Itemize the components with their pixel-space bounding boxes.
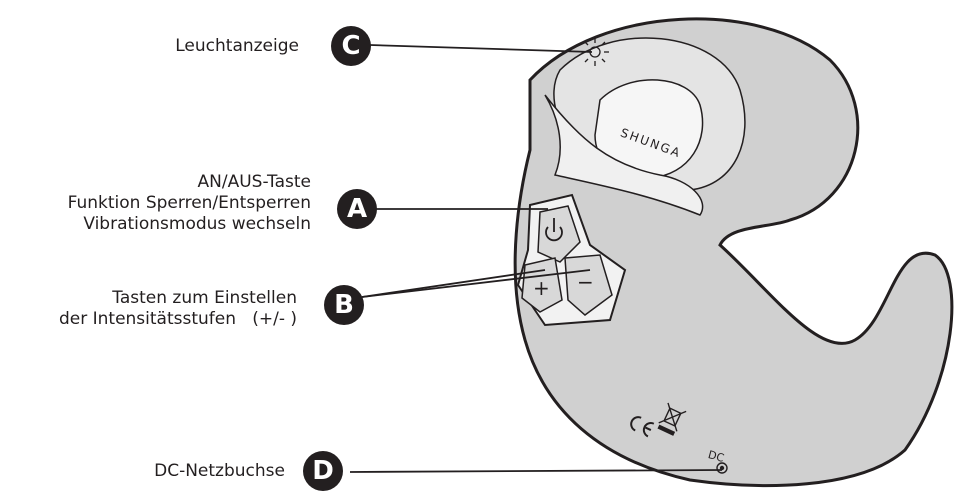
badge-d: D [303, 451, 343, 491]
badge-b: B [324, 285, 364, 325]
label-a-line1: AN/AUS-Taste [68, 172, 311, 193]
badge-a: A [337, 189, 377, 229]
minus-button-label: − [577, 270, 594, 294]
label-power-button: AN/AUS-Taste Funktion Sperren/Entsperren… [68, 172, 311, 235]
badge-c: C [331, 26, 371, 66]
label-a-line3: Vibrationsmodus wechseln [68, 214, 311, 235]
label-b-line1: Tasten zum Einstellen [59, 288, 297, 309]
label-leuchtanzeige: Leuchtanzeige [175, 36, 299, 57]
label-intensity-buttons: Tasten zum Einstellen der Intensitätsstu… [59, 288, 297, 330]
plus-button-label: + [533, 276, 550, 300]
leader-line-c [370, 45, 592, 52]
label-b-line2: der Intensitätsstufen (+/- ) [59, 309, 297, 330]
label-dc-jack: DC-Netzbuchse [154, 461, 285, 482]
label-a-line2: Funktion Sperren/Entsperren [68, 193, 311, 214]
